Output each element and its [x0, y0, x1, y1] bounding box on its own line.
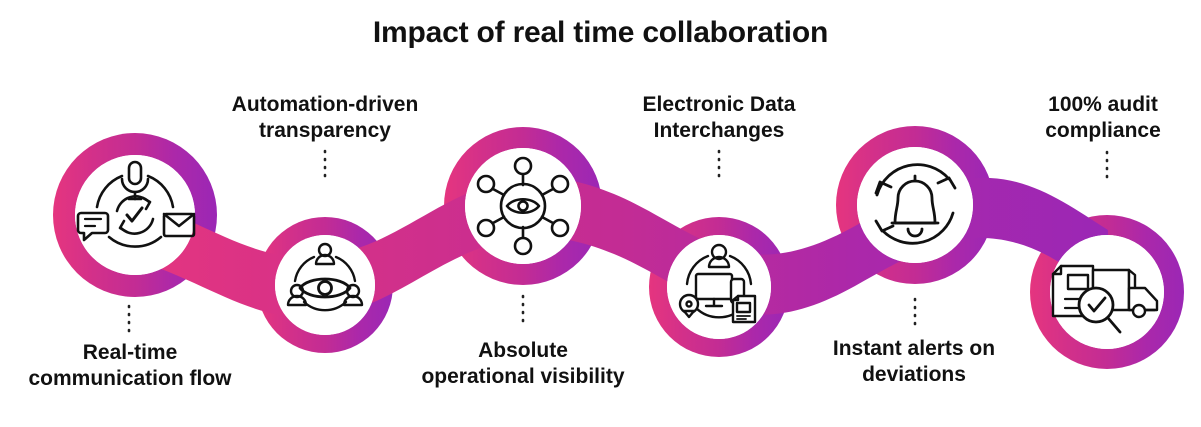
circular-arrow-top — [875, 163, 951, 197]
arrow-tail-left — [874, 180, 893, 195]
chat-bubble-icon — [76, 211, 110, 242]
node-label-3: Absolute operational visibility — [421, 339, 625, 388]
network-node — [513, 156, 533, 176]
network-node — [550, 174, 570, 194]
document-icon — [731, 294, 757, 324]
magnifier-check-icon — [1077, 286, 1122, 334]
arc-left — [95, 174, 124, 209]
person-icon-top — [314, 242, 336, 266]
communication-sync-icon — [76, 160, 196, 248]
eye-people-transparency-icon — [286, 242, 364, 312]
bell-icon — [890, 174, 940, 238]
person-icon — [707, 243, 731, 269]
person-icon-left — [286, 283, 308, 307]
eye-network-visibility-icon — [476, 156, 570, 256]
node-label-2: Automation-driven transparency — [231, 93, 419, 142]
arrowhead-bottom — [874, 219, 895, 233]
dashed-arc-1 — [293, 255, 316, 283]
arc-bottom — [107, 235, 163, 248]
envelope-icon — [162, 212, 196, 238]
network-node — [476, 174, 496, 194]
network-node — [476, 218, 496, 238]
arc-right — [146, 174, 175, 209]
arrowhead-top — [936, 176, 957, 190]
audit-delivery-compliance-icon — [1051, 264, 1159, 334]
dashed-arc-2 — [334, 255, 357, 283]
network-node — [550, 218, 570, 238]
eye-icon — [298, 277, 352, 299]
node-label-1: Real-time communication flow — [28, 341, 232, 390]
page-title: Impact of real time collaboration — [372, 16, 829, 49]
devices-data-exchange-icon — [678, 243, 757, 324]
dashed-arc-3 — [302, 300, 348, 312]
node-label-5: Instant alerts on deviations — [832, 337, 996, 386]
node-label-4: Electronic Data Interchanges — [642, 93, 796, 142]
bell-alert-cycle-icon — [874, 163, 957, 245]
disc-icon — [678, 293, 700, 319]
node-label-6: 100% audit compliance — [1045, 93, 1161, 142]
circular-arrow-bottom — [881, 211, 955, 245]
person-icon-right — [342, 283, 364, 307]
dotted-connectors — [127, 149, 1109, 338]
node-disc-3[interactable] — [465, 148, 581, 264]
network-node — [513, 236, 533, 256]
refresh-check-icon — [115, 195, 155, 235]
gradient-chain-band — [53, 126, 1184, 369]
node-disc-2[interactable] — [275, 235, 375, 335]
